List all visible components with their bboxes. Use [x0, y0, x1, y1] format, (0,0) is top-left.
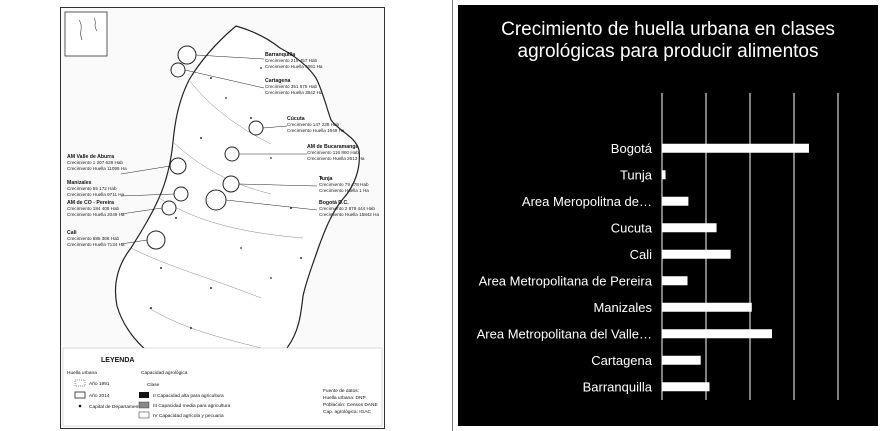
- legend-class-header: Clase: [147, 382, 160, 388]
- category-label: Area Metropolitana del Valle…: [477, 326, 652, 341]
- city-marker-pereira: [161, 200, 177, 216]
- bar: [662, 196, 689, 206]
- callout-city-name: Bogotá D.C.: [319, 200, 349, 206]
- callout-stat: Crecimiento Huella 2613 Ha: [307, 156, 365, 161]
- inset-island-icon: [78, 19, 83, 41]
- callout-stat: Crecimiento Huella 3842 Ha: [265, 90, 323, 95]
- category-label: Barranquilla: [583, 379, 653, 394]
- category-label: Cucuta: [611, 220, 653, 235]
- callout-stat: Crecimiento 351 575 Hab: [265, 84, 318, 89]
- department-boundaries: [130, 79, 304, 349]
- city-marker-cucuta: [248, 120, 264, 136]
- city-marker-medellin: [169, 157, 187, 175]
- city-marker-cali: [146, 230, 166, 250]
- legend-source-title: Fuente de datos:: [323, 388, 359, 394]
- callout-stat: Crecimiento 55 172 Hab: [67, 186, 117, 191]
- legend-title: LEYENDA: [101, 357, 134, 364]
- callout-city-name: Cartagena: [265, 78, 290, 84]
- callout-stat: Crecimiento 116 860 Hab: [307, 150, 359, 155]
- bar: [662, 382, 710, 392]
- legend-capital-dot: [78, 404, 82, 408]
- legend-swatch-1991: [74, 379, 86, 387]
- inset-island-icon: [93, 17, 98, 32]
- category-label: Tunja: [620, 167, 653, 182]
- category-label: Area Meropolitna de…: [522, 194, 652, 209]
- legend-item-1991: Año 1991: [89, 381, 110, 387]
- city-marker-manizales: [173, 186, 189, 202]
- legend-item-2014: Año 2014: [89, 393, 110, 399]
- legend-class-iv: IV Capacidad agrícola y pecuaria: [153, 413, 224, 419]
- callout-stat: Crecimiento 184 408 Hab: [67, 206, 120, 211]
- legend-source-urban: Huella urbana: DNP: [323, 395, 366, 401]
- callout-stat: Crecimiento Huella 11095 Ha: [67, 166, 127, 171]
- callout-city-name: AM de CO - Pereira: [67, 200, 114, 206]
- legend-swatch-class-ii: [139, 392, 149, 398]
- callout-city-name: Cúcuta: [287, 116, 305, 122]
- callout-stat: Crecimiento 79 478 Hab: [319, 182, 369, 187]
- legend-swatch-class-iv: [138, 411, 150, 419]
- legend-item-capital: Capital de Departamento: [89, 404, 143, 410]
- callout-stat: Crecimiento 1 207 629 Hab: [67, 160, 123, 165]
- inset-map-frame: [64, 11, 108, 57]
- city-marker-tunja: [222, 175, 240, 193]
- legend-class-ii: II Capacidad alta para agricultura: [153, 393, 224, 399]
- callout-stat: Crecimiento Huella 1649 Ha: [287, 128, 345, 133]
- category-label: Manizales: [593, 300, 652, 315]
- callout-stat: Crecimiento Huella 9711 Ha: [67, 192, 125, 197]
- callout-city-name: Barranquilla: [265, 52, 295, 58]
- callout-stat: Crecimiento 2 879 444 Hab: [319, 206, 375, 211]
- city-marker-bucaramanga: [224, 146, 240, 162]
- category-label: Cali: [630, 247, 653, 262]
- legend-class-iii: III Capacidad media para agricultura: [153, 403, 231, 409]
- bar: [662, 249, 731, 259]
- chart-title: Crecimiento de huella urbana en clases a…: [501, 19, 835, 62]
- legend-box: [62, 347, 383, 427]
- callout-stat: Crecimiento 147 238 Hab: [287, 122, 340, 127]
- legend-urban-header: Huella urbana: [67, 370, 97, 376]
- category-label: Bogotá: [611, 141, 653, 156]
- callout-city-name: Manizales: [67, 180, 92, 186]
- bar: [662, 329, 772, 339]
- bar: [662, 276, 688, 286]
- city-marker-bogota: [205, 189, 227, 211]
- callout-lines: [120, 54, 318, 245]
- legend-source-capacity: Cap. agrológica: IGAC: [323, 409, 372, 415]
- callout-city-name: Cali: [67, 230, 77, 236]
- callout-stat: Crecimiento 685 366 Hab: [67, 236, 120, 241]
- legend: LEYENDA Huella urbana Capacidad agrológi…: [62, 347, 383, 427]
- bar: [662, 355, 701, 365]
- chart-panel: Crecimiento de huella urbana en clases a…: [458, 5, 878, 426]
- bar: [662, 223, 717, 233]
- category-label: Cartagena: [591, 353, 652, 368]
- bar: [662, 170, 666, 180]
- callout-city-name: Tunja: [319, 176, 333, 182]
- grid-lines: [661, 93, 839, 400]
- callout-stat: Crecimiento Huella 1 Ha: [319, 188, 369, 193]
- city-marker-cartagena: [170, 62, 186, 78]
- legend-capacity-header: Capacidad agrológica: [141, 370, 188, 376]
- callout-stat: Crecimiento 215 457 Hab: [265, 58, 318, 63]
- city-markers: [146, 45, 264, 250]
- city-marker-barranquilla: [177, 45, 197, 65]
- callout-city-name: AM Valle de Aburra: [67, 154, 114, 160]
- legend-swatch-2014: [74, 391, 86, 399]
- callout-stat: Crecimiento Huella 4061 Ha: [265, 64, 323, 69]
- bars: [662, 143, 809, 392]
- callout-stat: Crecimiento Huella 7134 Ha: [67, 242, 125, 247]
- callout-city-name: AM de Bucaramanga: [307, 144, 358, 150]
- callout-stat: Crecimiento Huella 2049 Ha: [67, 212, 125, 217]
- legend-swatch-class-iii: [138, 401, 150, 409]
- bar: [662, 143, 809, 153]
- legend-source-population: Población: Censos DANE: [323, 402, 378, 408]
- category-label: Area Metropolitana de Pereira: [479, 273, 653, 288]
- bar: [662, 302, 752, 312]
- callout-stat: Crecimiento Huella 15842 Ha: [319, 212, 379, 217]
